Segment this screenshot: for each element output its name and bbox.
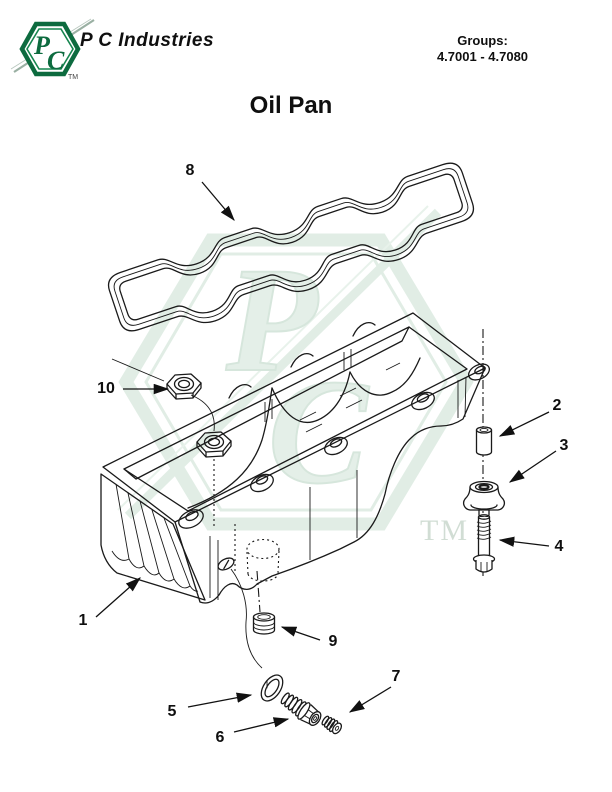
plug-drawing bbox=[252, 612, 276, 635]
oil-pan-drawing bbox=[100, 312, 491, 669]
callout-7: 7 bbox=[391, 668, 401, 685]
logo-tm: TM bbox=[68, 74, 78, 81]
logo-letter-p: P bbox=[33, 31, 51, 60]
groups-block: Groups: 4.7001 - 4.7080 bbox=[420, 33, 545, 65]
brand-name: P C Industries bbox=[80, 30, 215, 51]
callout-arrow-7 bbox=[348, 686, 392, 713]
callout-arrow-6 bbox=[233, 717, 290, 733]
callout-arrow-4 bbox=[498, 536, 550, 547]
nut-lower-drawing bbox=[196, 431, 232, 458]
small-plug-drawing bbox=[321, 715, 343, 735]
callout-arrow-3 bbox=[508, 450, 557, 483]
callout-arrow-9 bbox=[280, 626, 321, 641]
groups-range: 4.7001 - 4.7080 bbox=[436, 49, 529, 64]
callout-arrow-2 bbox=[498, 411, 550, 437]
bolt-drawing bbox=[472, 514, 496, 573]
logo-letter-c: C bbox=[47, 46, 65, 75]
logo-hexagon bbox=[19, 21, 81, 77]
callout-arrows bbox=[95, 181, 557, 733]
gasket-drawing bbox=[107, 162, 475, 332]
callout-9: 9 bbox=[328, 633, 338, 650]
watermark-logo: P C TM bbox=[117, 205, 474, 547]
drain-plug-drawing bbox=[280, 692, 322, 726]
callout-arrow-1 bbox=[95, 577, 141, 618]
callout-arrow-8 bbox=[201, 181, 235, 221]
callout-8: 8 bbox=[185, 162, 195, 179]
callout-4: 4 bbox=[554, 538, 564, 555]
oring-drawing bbox=[260, 674, 284, 702]
callout-5: 5 bbox=[167, 703, 177, 720]
watermark-tm: TM bbox=[420, 514, 469, 547]
callout-10: 10 bbox=[97, 380, 115, 397]
groups-label: Groups: bbox=[457, 33, 508, 48]
watermark-letter-c: C bbox=[268, 349, 370, 515]
nut-upper-drawing bbox=[166, 373, 202, 400]
callout-3: 3 bbox=[559, 437, 569, 454]
callout-1: 1 bbox=[78, 612, 88, 629]
company-logo: P C TM bbox=[10, 18, 95, 81]
grommet-drawing bbox=[463, 480, 505, 518]
callout-6: 6 bbox=[215, 729, 225, 746]
callout-arrow-5 bbox=[187, 692, 253, 708]
watermark-letter-p: P bbox=[225, 237, 319, 403]
callout-2: 2 bbox=[552, 397, 562, 414]
spacer-drawing bbox=[475, 426, 493, 456]
page-title: Oil Pan bbox=[249, 92, 333, 119]
